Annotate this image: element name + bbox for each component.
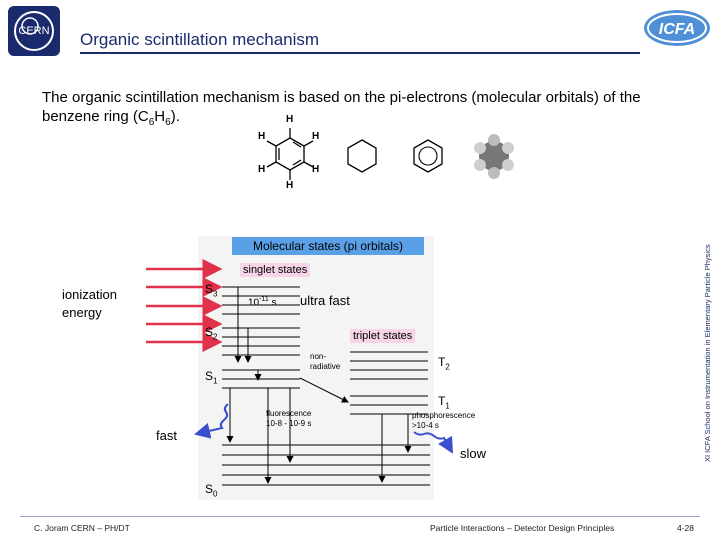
svg-text:CERN: CERN xyxy=(18,25,49,37)
intro-text: The organic scintillation mechanism is b… xyxy=(42,89,641,128)
slow-label: slow xyxy=(460,446,487,461)
fluorescence-time: 10-8 - 10-9 s xyxy=(266,419,312,428)
benzene-images: H H H H H H xyxy=(252,112,522,198)
cern-logo: CERN xyxy=(8,6,60,56)
page-number: 4-28 xyxy=(677,523,695,533)
s2-label: S2 xyxy=(205,325,218,342)
title-underline xyxy=(80,52,640,54)
energy-label: energy xyxy=(62,305,102,320)
footer-course: Particle Interactions – Detector Design … xyxy=(430,523,615,533)
molecular-states-banner: Molecular states (pi orbitals) xyxy=(232,237,424,255)
h-atom-label: H xyxy=(258,164,266,175)
phosphorescence-label: phosphorescence xyxy=(412,411,476,420)
svg-text:ICFA: ICFA xyxy=(659,21,695,38)
fast-label: fast xyxy=(156,428,177,443)
s3-label: S3 xyxy=(205,282,218,299)
footer-author: C. Joram CERN – PH/DT xyxy=(34,523,130,533)
s0-label: S0 xyxy=(205,482,218,499)
nonradiative-label-2: radiative xyxy=(310,362,341,371)
ionization-label: ionization xyxy=(62,287,117,302)
h-atom-label: H xyxy=(312,164,320,175)
singlet-states-label: singlet states xyxy=(240,263,311,277)
t1-label: T1 xyxy=(438,394,450,411)
header xyxy=(0,0,720,62)
h-atom-label: H xyxy=(258,131,266,142)
h-atom-label: H xyxy=(286,114,294,125)
icfa-logo: ICFA xyxy=(642,8,712,48)
time-ultra-fast: 10-11 s xyxy=(248,296,277,309)
page-title: Organic scintillation mechanism xyxy=(80,30,320,49)
side-conference-text: XI ICFA School on Instrumentation in Ele… xyxy=(703,244,712,462)
footer-divider xyxy=(20,516,700,517)
nonradiative-label-1: non- xyxy=(310,352,327,361)
t2-label: T2 xyxy=(438,355,450,372)
fluorescence-label: fluorescence xyxy=(266,409,312,418)
h-atom-label: H xyxy=(286,180,294,191)
ultra-fast-label: ultra fast xyxy=(300,293,350,308)
s1-label: S1 xyxy=(205,369,218,386)
h-atom-label: H xyxy=(312,131,320,142)
triplet-states-label: triplet states xyxy=(350,329,416,343)
phosphorescence-time: >10-4 s xyxy=(412,421,439,430)
